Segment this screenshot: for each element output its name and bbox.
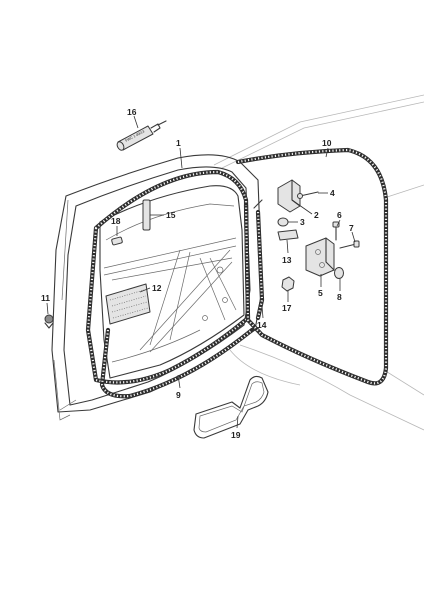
part-11-fastener bbox=[44, 314, 54, 329]
part-17-nut bbox=[281, 276, 295, 292]
part-18-clip bbox=[111, 236, 123, 246]
part-2-hinge bbox=[277, 179, 301, 213]
callout-14: 14 bbox=[257, 320, 267, 330]
car-body-outline bbox=[213, 94, 424, 431]
callout-7: 7 bbox=[349, 223, 354, 233]
part-7-screw bbox=[339, 240, 360, 249]
part-5-latch bbox=[305, 237, 335, 277]
part-19-gasket bbox=[193, 375, 269, 439]
callout-19: 19 bbox=[231, 430, 241, 440]
callout-17: 17 bbox=[282, 303, 292, 313]
part-4-bolt bbox=[297, 191, 319, 199]
callout-18: 18 bbox=[111, 216, 121, 226]
callout-labels: 1 2 3 4 5 6 7 8 9 10 11 12 13 14 15 16 1… bbox=[41, 107, 354, 440]
part-16-lubricant-tube: FWC 1 09/13 bbox=[116, 120, 167, 151]
callout-9: 9 bbox=[176, 390, 181, 400]
callout-6: 6 bbox=[337, 210, 342, 220]
callout-5: 5 bbox=[318, 288, 323, 298]
callout-11: 11 bbox=[41, 293, 50, 303]
callout-8: 8 bbox=[337, 292, 342, 302]
part-9-sill-seal bbox=[99, 327, 255, 399]
part-15-window-guide bbox=[142, 199, 151, 231]
callout-12: 12 bbox=[152, 283, 162, 293]
part-12-sound-pad bbox=[105, 283, 151, 325]
callout-3: 3 bbox=[300, 217, 305, 227]
part-13-cover bbox=[277, 229, 299, 241]
callout-2: 2 bbox=[314, 210, 319, 220]
part-6-screw bbox=[332, 221, 340, 241]
part-3-bushing bbox=[277, 217, 289, 227]
callout-13: 13 bbox=[282, 255, 292, 265]
leader-lines bbox=[46, 115, 356, 429]
callout-16: 16 bbox=[127, 107, 137, 117]
callout-4: 4 bbox=[330, 188, 335, 198]
callout-10: 10 bbox=[322, 138, 332, 148]
part-10-body-seal bbox=[235, 147, 389, 386]
part-8-plug bbox=[334, 267, 344, 279]
callout-15: 15 bbox=[166, 210, 176, 220]
callout-1: 1 bbox=[176, 138, 181, 148]
part-14-pillar-seal bbox=[253, 199, 265, 321]
door-inner-frame bbox=[99, 185, 245, 379]
